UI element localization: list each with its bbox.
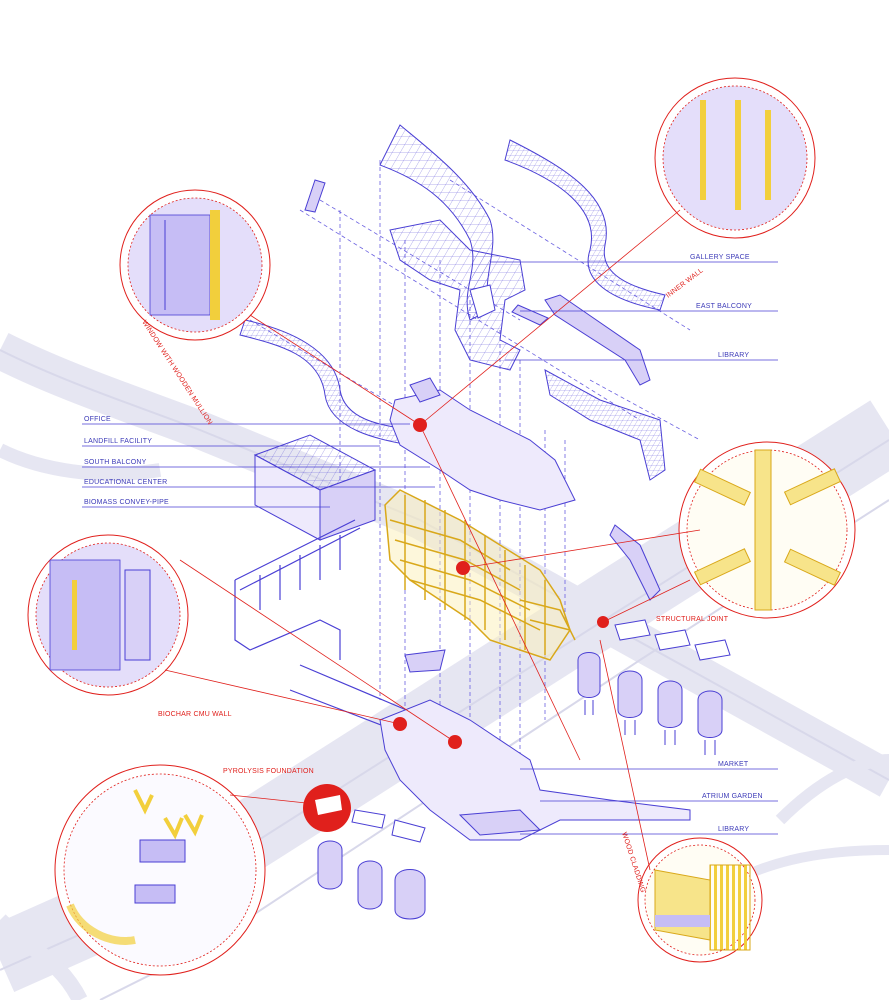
detail-circle-structural-joint bbox=[678, 441, 856, 619]
red-markers bbox=[303, 418, 609, 832]
label-leaders bbox=[82, 261, 778, 835]
label-market: MARKET bbox=[718, 761, 749, 768]
callout-leaders bbox=[164, 209, 701, 871]
pyrolysis-silos-right bbox=[577, 619, 731, 755]
label-south-balcony: SOUTH BALCONY bbox=[84, 459, 147, 466]
label-educational-center: EDUCATIONAL CENTER bbox=[84, 479, 167, 486]
ground-plinth bbox=[379, 649, 691, 841]
label-biochar-cmu-wall: BIOCHAR CMU WALL bbox=[158, 711, 232, 718]
label-biomass-convey-pipe: BIOMASS CONVEY-PIPE bbox=[84, 499, 169, 506]
library-floor-plate bbox=[389, 369, 666, 601]
labels-right: GALLERY SPACE EAST BALCONY LIBRARY MARKE… bbox=[690, 254, 763, 833]
label-structural-joint: STRUCTURAL JOINT bbox=[656, 616, 729, 623]
pyrolysis-silos-left bbox=[317, 809, 426, 920]
labels-left: OFFICE LANDFILL FACILITY SOUTH BALCONY E… bbox=[84, 416, 169, 506]
detail-circle-biochar-cmu bbox=[27, 534, 189, 696]
label-office: OFFICE bbox=[84, 416, 111, 423]
detail-circle-wood-cladding bbox=[637, 837, 763, 963]
label-wood-cladding: WOOD CLADDING bbox=[620, 831, 646, 893]
roof-ribbon-left bbox=[239, 319, 413, 446]
detail-circle-window-mullion bbox=[119, 189, 271, 341]
detail-circle-inner-wall bbox=[654, 77, 816, 239]
detail-circle-pyrolysis bbox=[54, 764, 266, 976]
label-pyrolysis-foundation: PYROLYSIS FOUNDATION bbox=[223, 768, 314, 775]
label-gallery-space: GALLERY SPACE bbox=[690, 254, 750, 261]
label-landfill-facility: LANDFILL FACILITY bbox=[84, 438, 152, 445]
landfill-facility-block bbox=[253, 434, 377, 541]
label-inner-wall: INNER WALL bbox=[665, 267, 705, 299]
gallery-floor-plate bbox=[389, 219, 651, 386]
label-library-lower: LIBRARY bbox=[718, 826, 749, 833]
label-atrium-garden: ATRIUM GARDEN bbox=[702, 793, 763, 800]
label-library-upper: LIBRARY bbox=[718, 352, 749, 359]
label-east-balcony: EAST BALCONY bbox=[696, 303, 752, 310]
roof-ribbon-upper bbox=[304, 124, 666, 321]
